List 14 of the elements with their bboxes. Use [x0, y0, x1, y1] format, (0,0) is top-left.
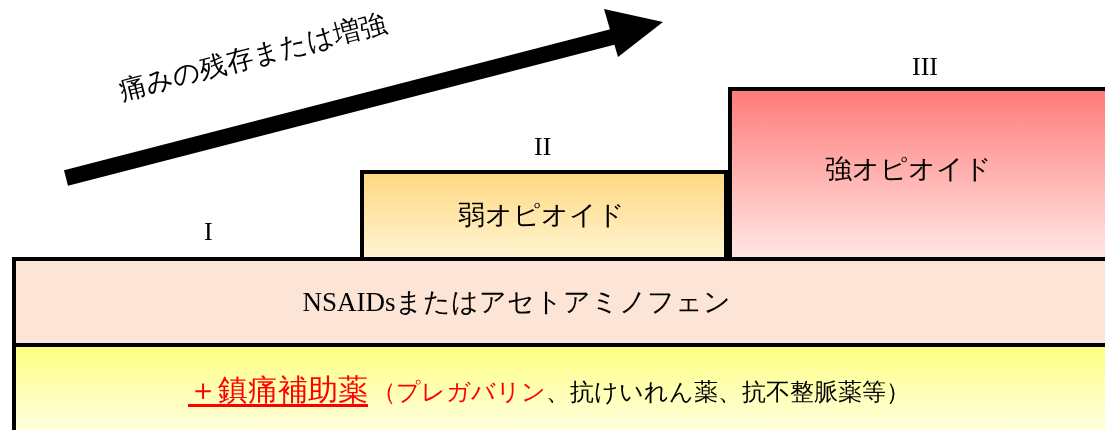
example-drugs: 、抗けいれん薬、抗不整脈薬等） [546, 377, 910, 407]
weak-opioid-step [360, 170, 728, 257]
example-drug: （プレガバリン [372, 377, 546, 407]
step-label: NSAIDsまたはアセトアミノフェン [302, 286, 732, 317]
drug-class-title: ＋鎮痛補助薬 [188, 371, 369, 408]
step-number: II [534, 134, 552, 160]
step-number: III [912, 54, 938, 80]
step-label: 強オピオイド [824, 153, 992, 184]
step-number: I [204, 219, 213, 245]
step-label: 弱オピオイド [457, 200, 625, 231]
arrow-caption: 痛みの残存または増強 [116, 9, 390, 105]
adjuvant-band [12, 343, 1105, 430]
strong-opioid-step [728, 87, 1105, 257]
nsaids-step [12, 257, 1105, 343]
